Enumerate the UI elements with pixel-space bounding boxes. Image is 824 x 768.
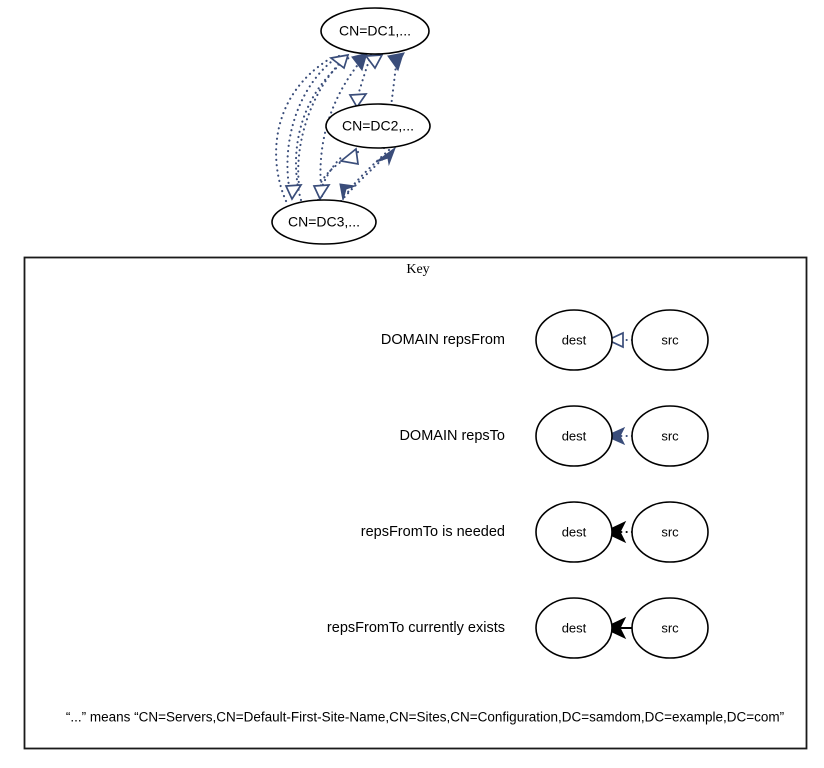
arrowhead-open-dc2-bottom [339, 147, 359, 166]
arrowheads-dc2-bottom [339, 146, 397, 167]
arrowhead-filled-dc2-bottom [375, 146, 397, 167]
key-arrowhead-open-0 [605, 331, 624, 349]
key-node-src-label-1: src [661, 428, 679, 443]
key-node-src-label-0: src [661, 332, 679, 347]
key-node-dest-2 [535, 501, 613, 563]
node-label-dc3: CN=DC3,... [288, 214, 360, 230]
key-node-src-0 [631, 309, 709, 371]
key-caption: “...” means “CN=Servers,CN=Default-First… [66, 710, 784, 725]
node-ellipse-dc2 [325, 103, 431, 149]
arrowhead-open-dc2-top [348, 93, 368, 109]
edge-dc3-dc1-repsto [294, 55, 352, 202]
key-node-dest-label-2: dest [562, 524, 587, 539]
key-row-domain-repsto[interactable]: DOMAIN repsTo dest src [399, 405, 709, 467]
graph-node-dc1[interactable]: CN=DC1,... [320, 7, 430, 55]
key-node-dest-0 [535, 309, 613, 371]
edge-dc2-dc1-repsfrom [319, 54, 367, 198]
edge-dc3-dc1-repsfrom [275, 56, 333, 203]
key-node-dest-3 [535, 597, 613, 659]
node-label-dc1: CN=DC1,... [339, 23, 411, 39]
arrowheads-dc2-top [348, 93, 368, 109]
key-row-repsfromto-exists[interactable]: repsFromTo currently exists dest src [327, 597, 709, 659]
key-arrowhead-filled-3 [602, 616, 627, 640]
graph-node-dc3[interactable]: CN=DC3,... [271, 199, 377, 245]
key-node-dest-1 [535, 405, 613, 467]
edge-dc2-dc3-repsto [346, 148, 391, 194]
key-row-domain-repsfrom[interactable]: DOMAIN repsFrom dest src [381, 309, 709, 371]
node-ellipse-dc3 [271, 199, 377, 245]
graph-node-dc2[interactable]: CN=DC2,... [325, 103, 431, 149]
edge-dc1-dc3-repsfrom [286, 54, 341, 194]
key-node-src-2 [631, 501, 709, 563]
arrowhead-open-dc3-b [312, 184, 331, 201]
arrowhead-open-dc1-b [364, 54, 384, 70]
key-node-dest-label-0: dest [562, 332, 587, 347]
key-title: Key [406, 262, 429, 277]
key-node-dest-label-3: dest [562, 620, 587, 635]
edge-dc1-dc3-repsto-strand [297, 55, 348, 194]
node-ellipse-dc1 [320, 7, 430, 55]
arrowhead-filled-dc3 [339, 183, 356, 201]
arrowhead-filled-dc1-b [387, 52, 405, 72]
key-node-src-label-2: src [661, 524, 679, 539]
key-row-label-3: repsFromTo currently exists [327, 620, 505, 636]
arrowhead-open-dc1-a [328, 53, 350, 70]
key-row-label-1: DOMAIN repsTo [399, 428, 505, 444]
key-node-src-label-3: src [661, 620, 679, 635]
key-box [23, 256, 808, 750]
arrowhead-open-dc3-a [284, 184, 303, 201]
key-arrowhead-filled-2 [602, 520, 627, 544]
arrowheads-dc1 [328, 52, 405, 72]
node-label-dc2: CN=DC2,... [342, 118, 414, 134]
key-arrowhead-filled-1 [604, 426, 626, 446]
key-row-label-0: DOMAIN repsFrom [381, 332, 505, 348]
arrowheads-dc3 [284, 183, 356, 201]
key-row-label-2: repsFromTo is needed [361, 524, 505, 540]
key-node-dest-label-1: dest [562, 428, 587, 443]
key-row-repsfromto-needed[interactable]: repsFromTo is needed dest src [361, 501, 709, 563]
key-node-src-3 [631, 597, 709, 659]
key-node-src-1 [631, 405, 709, 467]
